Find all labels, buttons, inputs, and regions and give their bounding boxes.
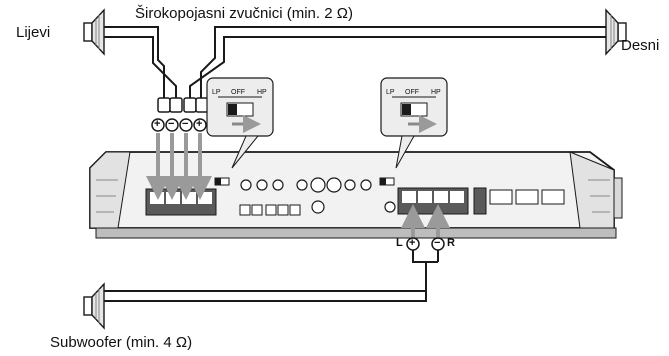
rca-connectors	[239, 204, 301, 216]
callout-left-hp: HP	[257, 89, 267, 96]
speakers-title: Širokopojasni zvučnici (min. 2 Ω)	[135, 5, 353, 22]
terminal-sign-1: +	[154, 118, 161, 130]
bridge-right-label: R	[447, 237, 455, 249]
callout-right-off: OFF	[405, 89, 419, 96]
right-speaker-wires	[189, 26, 606, 98]
left-speaker-wires	[104, 26, 177, 98]
callout-left-off: OFF	[231, 89, 245, 96]
terminal-polarity-markers	[151, 118, 445, 251]
subwoofer-label: Subwoofer (min. 4 Ω)	[50, 334, 193, 351]
bridge-sign-plus: +	[409, 237, 416, 249]
subwoofer-icon	[83, 283, 105, 329]
bridge-sign-minus: −	[434, 237, 441, 249]
control-knobs	[240, 177, 396, 214]
speaker-plugs	[157, 97, 209, 113]
terminal-sign-2: −	[168, 118, 175, 130]
left-connection-arrows-icon	[146, 133, 212, 200]
callout-right-lp: LP	[386, 89, 395, 96]
switch-callout-right-icon	[380, 77, 448, 169]
crossover-switch-left	[214, 177, 230, 186]
right-terminal-block	[397, 187, 469, 215]
power-terminals	[473, 187, 565, 215]
left-terminal-block	[145, 188, 217, 216]
terminal-sign-3: −	[182, 118, 189, 130]
bridge-connection-arrows-icon	[401, 204, 450, 240]
crossover-switch-right	[379, 177, 395, 186]
left-speaker-label: Lijevi	[16, 24, 51, 41]
switch-callout-left-icon	[206, 77, 274, 169]
speaker-left-icon	[83, 9, 105, 55]
terminal-sign-4: +	[196, 118, 203, 130]
subwoofer-wires	[104, 244, 439, 302]
callout-right-hp: HP	[431, 89, 441, 96]
right-speaker-label: Desni	[621, 37, 660, 54]
bridge-left-label: L	[396, 237, 403, 249]
callout-left-lp: LP	[212, 89, 221, 96]
